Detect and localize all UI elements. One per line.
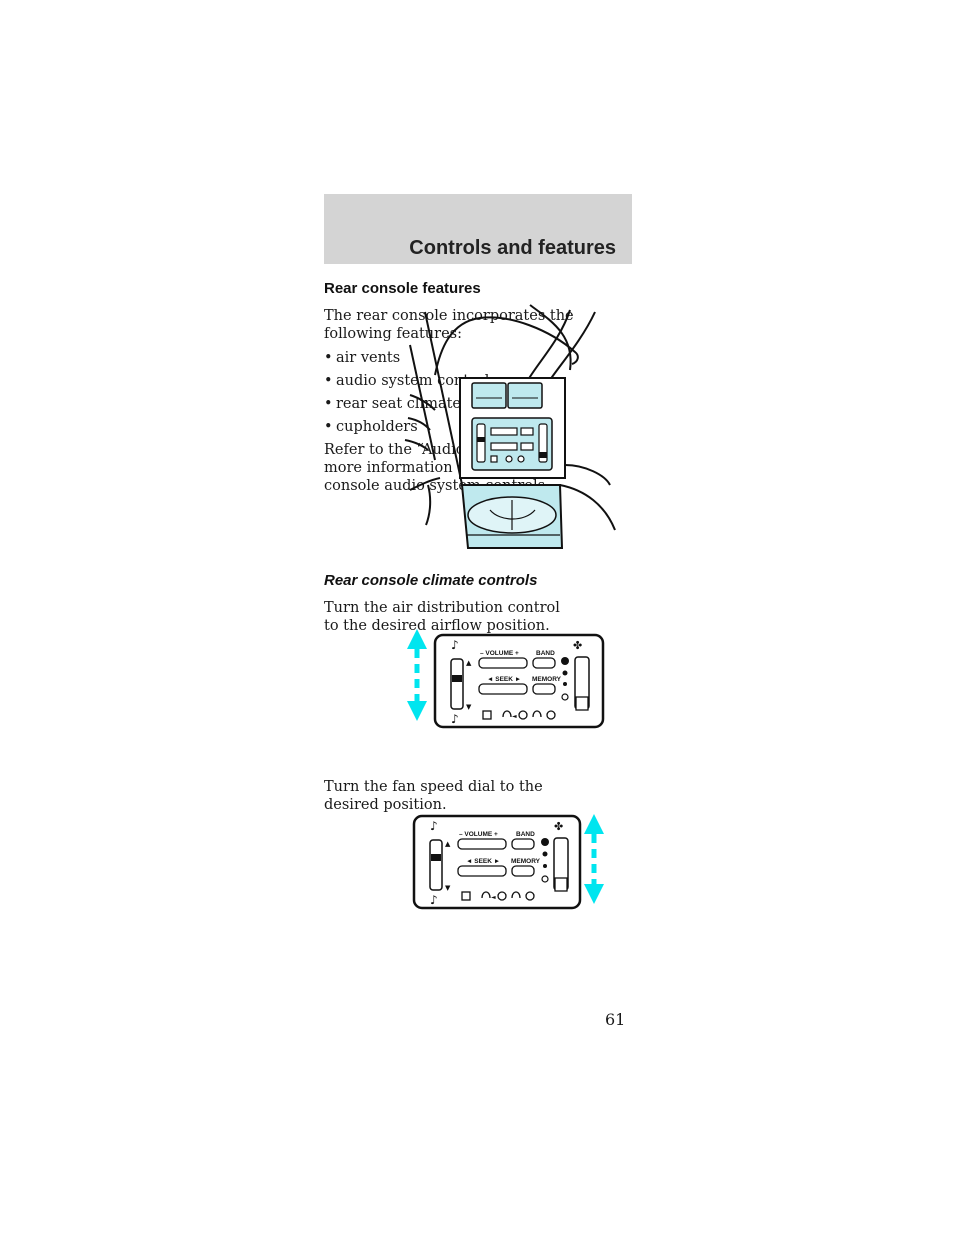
air-distribution-slider[interactable] xyxy=(450,658,464,710)
air-distribution-slider[interactable] xyxy=(429,839,443,891)
band-button[interactable] xyxy=(532,657,556,669)
memory-button[interactable] xyxy=(532,683,556,695)
section-heading: Rear console features xyxy=(324,280,481,297)
memory-label: MEMORY xyxy=(511,858,541,865)
fan-speed-paragraph: Turn the fan speed dial to the desired p… xyxy=(324,779,543,813)
page-number: 61 xyxy=(605,1010,626,1029)
headphone-jack[interactable] xyxy=(497,891,507,901)
fan-icon: ✤ xyxy=(573,639,582,652)
seek-label: ◄ SEEK ► xyxy=(487,676,521,683)
section-rear-console-climate: Rear console climate controls Turn the a… xyxy=(324,572,574,635)
header-band: Controls and features xyxy=(324,194,632,264)
volume-button[interactable] xyxy=(478,657,528,669)
headphone-jack[interactable] xyxy=(546,710,556,720)
airflow-down-icon: ♪ xyxy=(430,893,438,907)
fan-speed-section: Turn the fan speed dial to the desired p… xyxy=(324,778,574,814)
airflow-up-icon: ♪ xyxy=(451,638,459,652)
svg-text:◄: ◄ xyxy=(512,713,517,720)
volume-label: – VOLUME + xyxy=(459,831,498,838)
headphone-jack[interactable] xyxy=(518,710,528,720)
air-distribution-panel-illustration: ♪ ▲ ▼ ♪ – VOLUME + ◄ SEEK ► BAND MEMORY … xyxy=(407,629,605,729)
headphone-icon xyxy=(502,710,512,718)
rear-console-illustration xyxy=(404,304,616,549)
square-button[interactable] xyxy=(461,891,471,901)
svg-text:▼: ▼ xyxy=(445,884,451,892)
vertical-arrow-icon xyxy=(407,629,427,721)
seek-button[interactable] xyxy=(478,683,528,695)
seek-button[interactable] xyxy=(457,865,507,877)
vertical-arrow-icon xyxy=(584,814,604,904)
volume-label: – VOLUME + xyxy=(480,650,519,657)
headphone-icon xyxy=(481,891,491,899)
page-header-title: Controls and features xyxy=(409,237,616,259)
airflow-paragraph: Turn the air distribution control to the… xyxy=(324,600,560,634)
headphone-icon xyxy=(511,891,521,899)
headphone-jack[interactable] xyxy=(525,891,535,901)
band-label: BAND xyxy=(516,831,535,838)
band-button[interactable] xyxy=(511,838,535,850)
band-label: BAND xyxy=(536,650,555,657)
svg-text:▼: ▼ xyxy=(466,703,472,711)
section-heading: Rear console climate controls xyxy=(324,572,538,589)
headphone-icon xyxy=(532,710,542,718)
fan-speed-panel-illustration: ♪ ▲ ▼ ♪ – VOLUME + ◄ SEEK ► BAND MEMORY … xyxy=(412,814,604,910)
airflow-down-icon: ♪ xyxy=(451,712,459,726)
fan-icon: ✤ xyxy=(554,820,563,833)
svg-text:◄: ◄ xyxy=(491,894,496,901)
seek-label: ◄ SEEK ► xyxy=(466,858,500,865)
airflow-up-icon: ♪ xyxy=(430,819,438,833)
memory-button[interactable] xyxy=(511,865,535,877)
list-item: •cupholders xyxy=(324,419,418,435)
list-item: •audio system controls xyxy=(324,373,497,389)
memory-label: MEMORY xyxy=(532,676,562,683)
volume-button[interactable] xyxy=(457,838,507,850)
square-button[interactable] xyxy=(482,710,492,720)
list-item: •air vents xyxy=(324,350,401,366)
svg-text:▲: ▲ xyxy=(445,840,451,848)
svg-text:▲: ▲ xyxy=(466,659,472,667)
